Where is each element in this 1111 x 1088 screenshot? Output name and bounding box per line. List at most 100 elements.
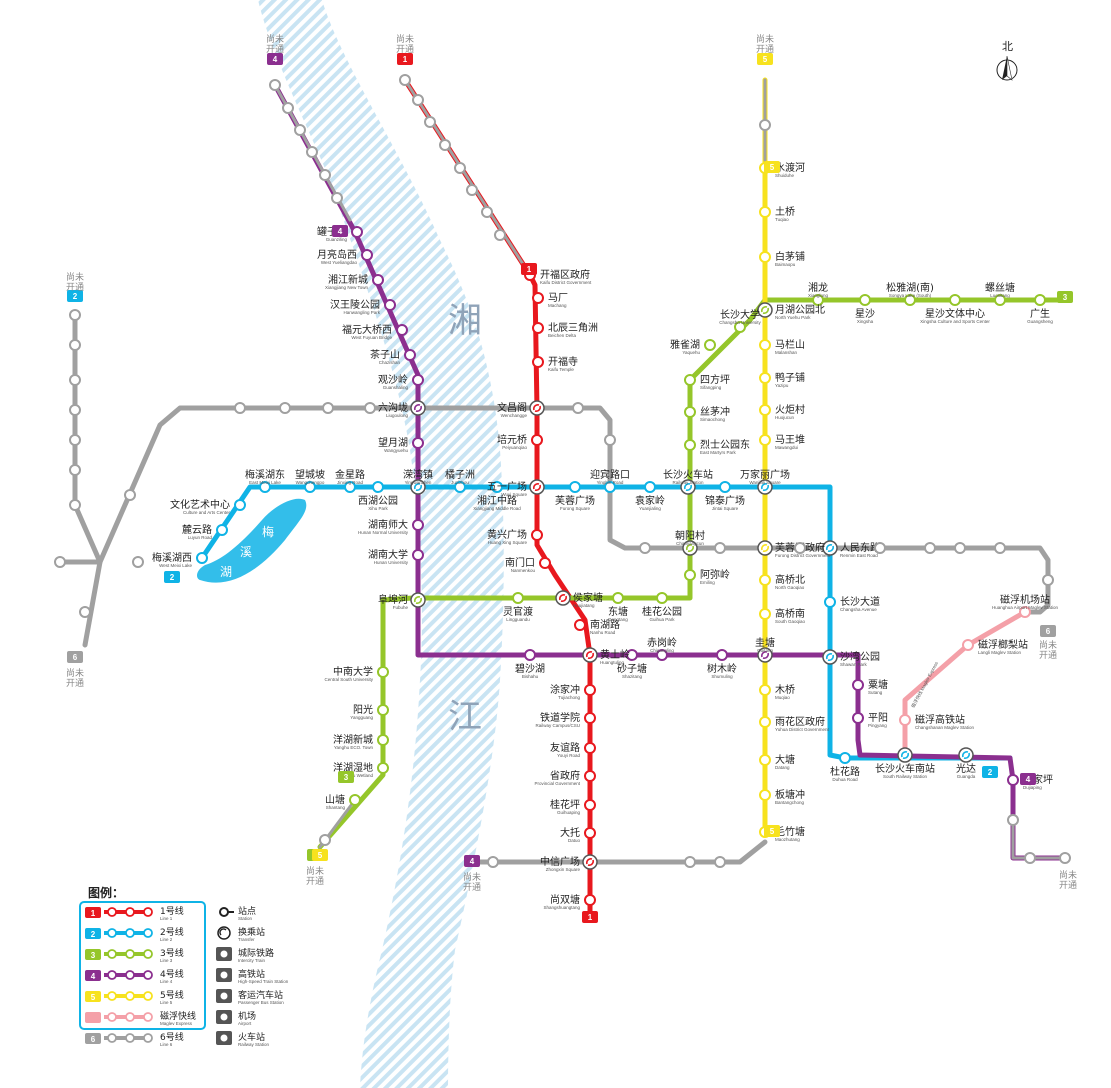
station-13[interactable]	[584, 712, 596, 724]
station-16[interactable]	[584, 799, 596, 811]
station-23[interactable]	[259, 481, 271, 493]
station-78[interactable]	[656, 649, 668, 661]
station-48[interactable]	[512, 592, 524, 604]
station-57[interactable]	[734, 321, 746, 333]
station-77[interactable]	[626, 649, 638, 661]
station-33[interactable]	[680, 479, 696, 495]
station-11[interactable]	[582, 647, 598, 663]
station-17[interactable]	[584, 827, 596, 839]
station-64[interactable]	[1034, 294, 1046, 306]
station-28[interactable]	[454, 481, 466, 493]
station-12[interactable]	[584, 684, 596, 696]
station-61[interactable]	[904, 294, 916, 306]
station-83[interactable]	[1007, 774, 1019, 786]
station-6[interactable]	[529, 479, 545, 495]
station-97[interactable]	[759, 789, 771, 801]
station-39[interactable]	[839, 752, 851, 764]
station-76[interactable]	[524, 649, 536, 661]
station-74[interactable]	[412, 519, 424, 531]
station-3[interactable]	[532, 356, 544, 368]
station-91[interactable]	[757, 540, 773, 556]
station-59[interactable]	[812, 294, 824, 306]
station-90[interactable]	[759, 434, 771, 446]
station-82[interactable]	[852, 712, 864, 724]
station-79[interactable]	[716, 649, 728, 661]
station-60[interactable]	[859, 294, 871, 306]
station-70[interactable]	[404, 349, 416, 361]
station-62[interactable]	[949, 294, 961, 306]
station-29[interactable]	[491, 481, 503, 493]
station-41[interactable]	[958, 747, 974, 763]
station-9[interactable]	[555, 590, 571, 606]
station-95[interactable]	[759, 716, 771, 728]
station-75[interactable]	[412, 549, 424, 561]
station-68[interactable]	[384, 299, 396, 311]
station-36[interactable]	[822, 540, 838, 556]
station-45[interactable]	[377, 704, 389, 716]
station-69[interactable]	[396, 324, 408, 336]
station-8[interactable]	[539, 557, 551, 569]
station-56[interactable]	[704, 339, 716, 351]
station-92[interactable]	[759, 574, 771, 586]
station-72[interactable]	[410, 400, 426, 416]
station-47[interactable]	[410, 592, 426, 608]
station-66[interactable]	[361, 249, 373, 261]
station-100[interactable]	[962, 639, 974, 651]
station-4[interactable]	[529, 400, 545, 416]
station-54[interactable]	[684, 406, 696, 418]
station-81[interactable]	[852, 679, 864, 691]
station-96[interactable]	[759, 754, 771, 766]
station-35[interactable]	[757, 479, 773, 495]
station-65[interactable]	[351, 226, 363, 238]
station-31[interactable]	[604, 481, 616, 493]
station-42[interactable]	[349, 794, 361, 806]
station-19[interactable]	[584, 894, 596, 906]
station-30[interactable]	[569, 481, 581, 493]
station-71[interactable]	[412, 374, 424, 386]
station-88[interactable]	[759, 372, 771, 384]
station-63[interactable]	[994, 294, 1006, 306]
station-67[interactable]	[372, 274, 384, 286]
station-37[interactable]	[824, 596, 836, 608]
station-5[interactable]	[531, 434, 543, 446]
station-1[interactable]	[532, 292, 544, 304]
station-38[interactable]	[822, 649, 838, 665]
station-20[interactable]	[196, 552, 208, 564]
station-58[interactable]	[757, 302, 773, 318]
station-7[interactable]	[531, 529, 543, 541]
station-73[interactable]	[412, 437, 424, 449]
station-40[interactable]	[897, 747, 913, 763]
station-15[interactable]	[584, 770, 596, 782]
station-87[interactable]	[759, 339, 771, 351]
station-99[interactable]	[1019, 606, 1031, 618]
station-46[interactable]	[377, 666, 389, 678]
station-49[interactable]	[612, 592, 624, 604]
station-50[interactable]	[656, 592, 668, 604]
station-52[interactable]	[682, 540, 698, 556]
station-80[interactable]	[757, 647, 773, 663]
station-94[interactable]	[759, 684, 771, 696]
station-10[interactable]	[574, 619, 586, 631]
station-55[interactable]	[684, 374, 696, 386]
station-101[interactable]	[899, 714, 911, 726]
station-93[interactable]	[759, 608, 771, 620]
station-24[interactable]	[304, 481, 316, 493]
station-18[interactable]	[582, 854, 598, 870]
station-89[interactable]	[759, 404, 771, 416]
station-25[interactable]	[344, 481, 356, 493]
station-32[interactable]	[644, 481, 656, 493]
station-22[interactable]	[234, 499, 246, 511]
station-27[interactable]	[410, 479, 426, 495]
station-86[interactable]	[759, 251, 771, 263]
station-51[interactable]	[684, 569, 696, 581]
station-14[interactable]	[584, 742, 596, 754]
station-26[interactable]	[372, 481, 384, 493]
station-2[interactable]	[532, 322, 544, 334]
station-53[interactable]	[684, 439, 696, 451]
station-85[interactable]	[759, 206, 771, 218]
station-name-en: Hunan Normal University	[358, 530, 409, 535]
station-44[interactable]	[377, 734, 389, 746]
station-21[interactable]	[216, 524, 228, 536]
station-43[interactable]	[377, 762, 389, 774]
station-34[interactable]	[719, 481, 731, 493]
